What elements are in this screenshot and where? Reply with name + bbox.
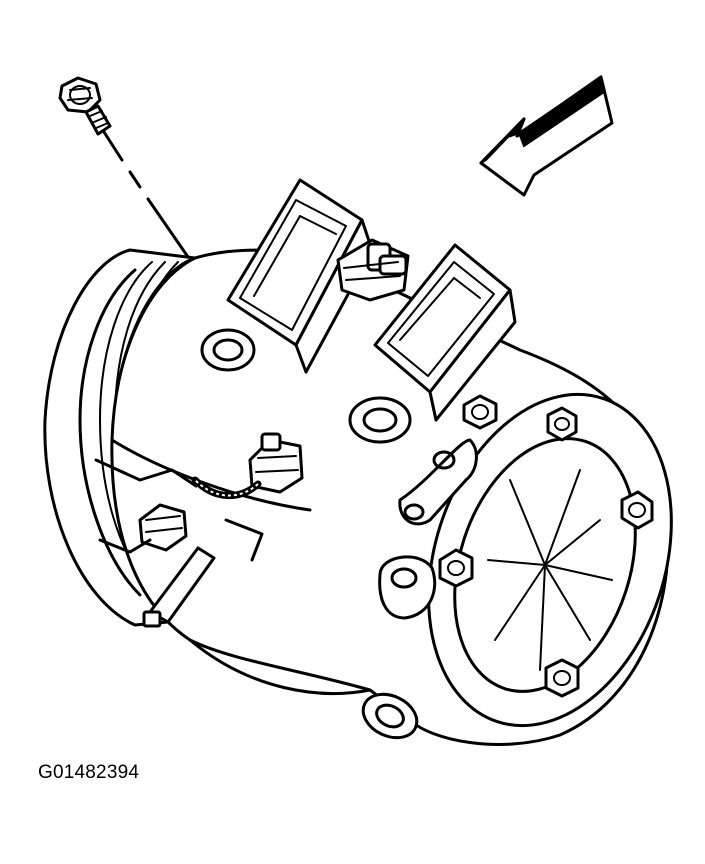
direction-arrow bbox=[479, 75, 614, 197]
bolt-head-4 bbox=[438, 548, 474, 588]
wire-harness bbox=[191, 476, 262, 499]
bolt-head-2 bbox=[546, 406, 578, 442]
figure-code: G01482394 bbox=[38, 762, 140, 783]
electrical-connector bbox=[248, 432, 304, 494]
mounting-ear bbox=[378, 555, 437, 620]
bracket bbox=[94, 458, 264, 562]
rear-head bbox=[427, 392, 673, 728]
valve-fitting bbox=[336, 238, 410, 302]
manifold-block-right bbox=[373, 243, 517, 422]
pressure-switch bbox=[138, 503, 216, 628]
drain-plug bbox=[361, 692, 419, 740]
bolt-head-3 bbox=[620, 490, 654, 530]
outlet-fitting bbox=[398, 438, 478, 526]
center-port bbox=[200, 328, 412, 444]
bolt-head-1 bbox=[462, 394, 498, 430]
fastener-bolt bbox=[58, 76, 112, 136]
bolt-head-5 bbox=[544, 658, 580, 698]
bolt-heads bbox=[438, 394, 654, 698]
